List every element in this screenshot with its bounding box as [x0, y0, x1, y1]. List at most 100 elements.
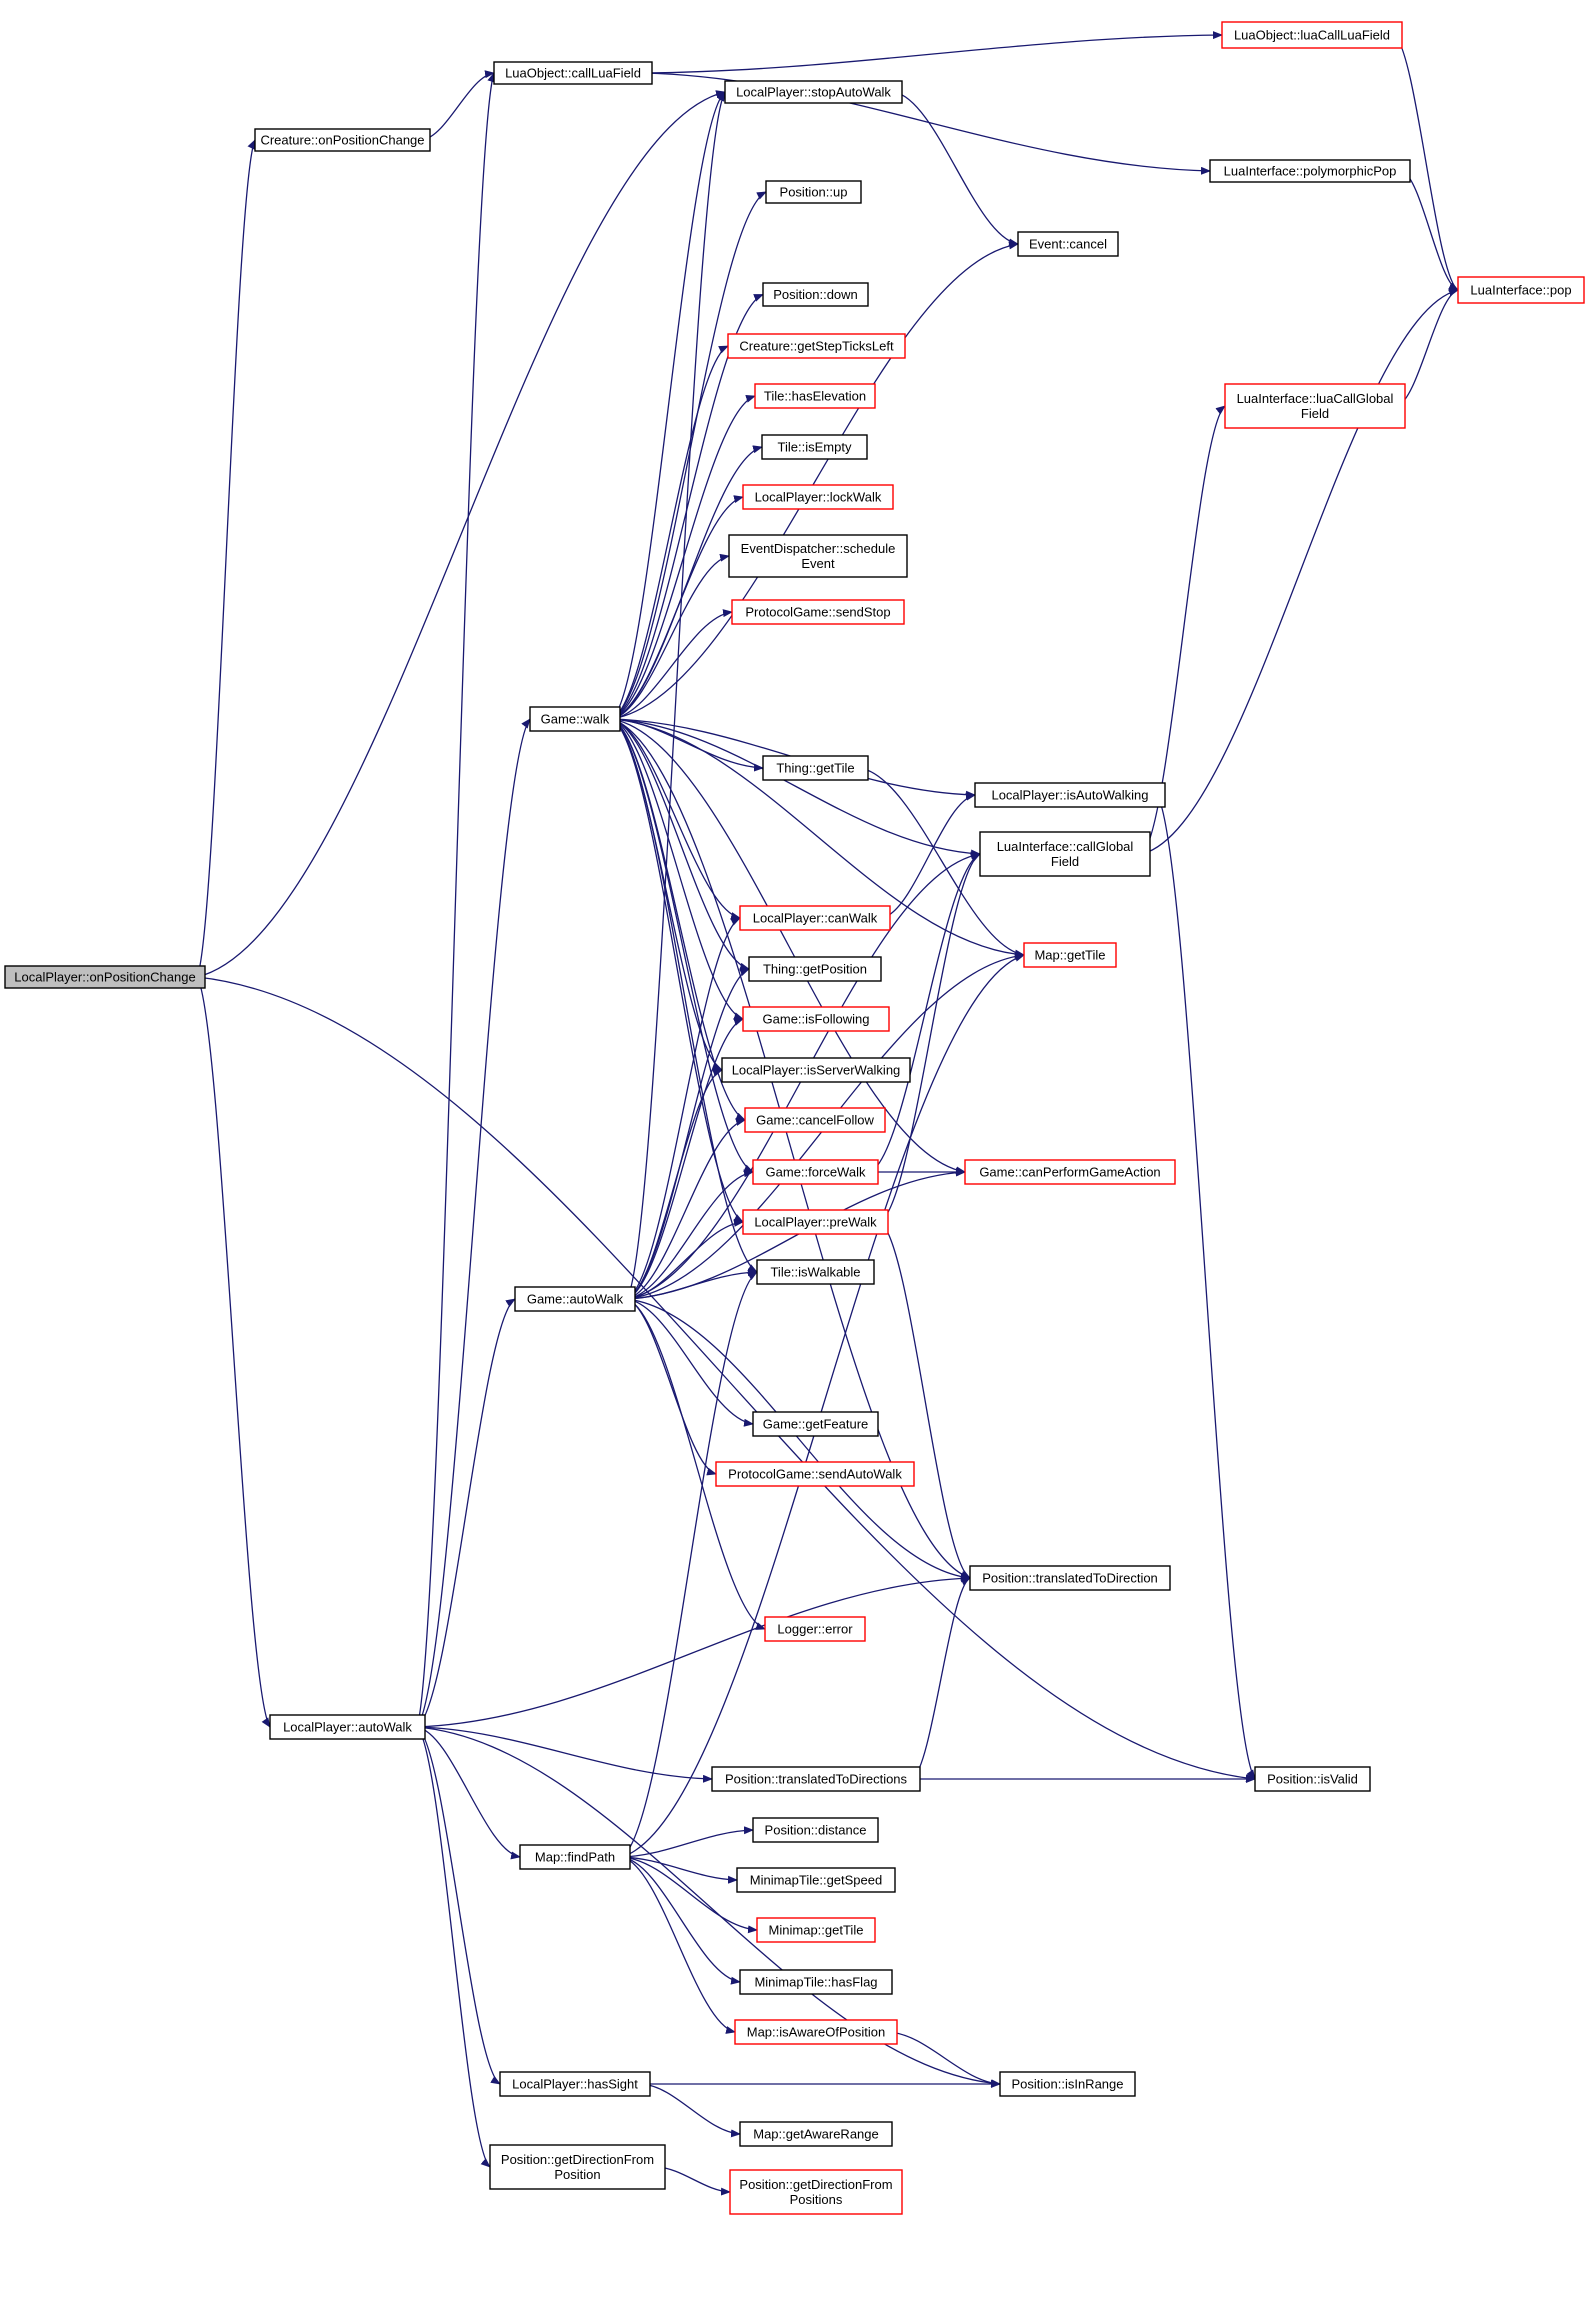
node-map-gettile[interactable]: Map::getTile	[1023, 942, 1117, 968]
node-sendstop[interactable]: ProtocolGame::sendStop	[731, 599, 905, 625]
node-box	[724, 80, 903, 104]
node-minimap-getspeed[interactable]: MinimapTile::getSpeed	[736, 1867, 896, 1893]
node-label: LuaInterface::callGlobal	[997, 839, 1134, 854]
node-getsteptick[interactable]: Creature::getStepTicksLeft	[727, 333, 906, 359]
node-game-walk[interactable]: Game::walk	[529, 706, 621, 732]
node-lua-pop[interactable]: LuaInterface::pop	[1457, 276, 1585, 304]
edge-map_findpath-to-minimap_getspeed	[621, 1856, 738, 1884]
node-map-findpath[interactable]: Map::findPath	[519, 1844, 631, 1870]
node-luaobj-luacall[interactable]: LuaObject::luaCallLuaField	[1221, 21, 1403, 49]
node-pos-distance[interactable]: Position::distance	[752, 1817, 879, 1843]
edge-game_autowalk-to-getfeature	[626, 1298, 754, 1427]
node-label: Game::canPerformGameAction	[979, 1165, 1160, 1180]
node-box	[1221, 21, 1403, 49]
node-pos-isvalid[interactable]: Position::isValid	[1254, 1766, 1371, 1792]
node-box	[765, 180, 862, 204]
node-lp-autowalk[interactable]: LocalPlayer::autoWalk	[269, 1714, 426, 1740]
edge-map_findpath-to-tile_iswalkable	[621, 1271, 758, 1858]
node-pos-down[interactable]: Position::down	[762, 282, 869, 307]
edge-lp_autowalk-to-hassight	[416, 1726, 501, 2085]
edge-game_autowalk-to-canwalk	[626, 917, 741, 1300]
node-box	[1254, 1766, 1371, 1792]
node-box	[752, 1411, 879, 1437]
node-thing-getpos[interactable]: Thing::getPosition	[748, 956, 882, 982]
edge-lp_autowalk-to-translatedtodirs	[416, 1726, 713, 1783]
node-box	[762, 755, 869, 781]
node-isfollowing[interactable]: Game::isFollowing	[742, 1006, 890, 1032]
node-box	[529, 706, 621, 732]
edge-game_walk-to-pos_down	[611, 293, 764, 720]
node-label: Game::forceWalk	[766, 1165, 866, 1180]
node-label: Position::isValid	[1267, 1772, 1358, 1787]
node-canperform[interactable]: Game::canPerformGameAction	[964, 1159, 1176, 1185]
node-lockwalk[interactable]: LocalPlayer::lockWalk	[742, 484, 894, 510]
node-stopautowalk[interactable]: LocalPlayer::stopAutoWalk	[724, 80, 903, 104]
node-sendautowalk[interactable]: ProtocolGame::sendAutoWalk	[715, 1461, 915, 1487]
edge-root-to-lp_autowalk	[196, 976, 271, 1728]
node-translatedtodirs[interactable]: Position::translatedToDirections	[711, 1766, 921, 1792]
edge-game_walk-to-getsteptick	[611, 345, 729, 720]
node-box	[721, 1057, 911, 1083]
edge-map_findpath-to-map_gettile	[621, 953, 1025, 1858]
edge-game_autowalk-to-sendautowalk	[626, 1298, 717, 1476]
node-minimap-hasflag[interactable]: MinimapTile::hasFlag	[739, 1969, 893, 1995]
node-box	[731, 599, 905, 625]
node-label: LocalPlayer::hasSight	[512, 2077, 638, 2092]
node-label: Game::autoWalk	[527, 1292, 624, 1307]
node-thing-gettile[interactable]: Thing::getTile	[762, 755, 869, 781]
node-root[interactable]: LocalPlayer::onPositionChange	[4, 965, 206, 989]
edge-game_walk-to-translatedtodir	[611, 718, 971, 1579]
node-label: LocalPlayer::isAutoWalking	[991, 788, 1148, 803]
node-cancelfollow[interactable]: Game::cancelFollow	[744, 1107, 886, 1133]
node-tile-haselev[interactable]: Tile::hasElevation	[754, 383, 876, 409]
node-hassight[interactable]: LocalPlayer::hasSight	[499, 2071, 651, 2097]
node-translatedtodir[interactable]: Position::translatedToDirection	[969, 1565, 1171, 1591]
node-label: LuaInterface::polymorphicPop	[1224, 164, 1397, 179]
node-box	[742, 1006, 890, 1032]
node-box	[734, 2019, 898, 2045]
node-game-autowalk[interactable]: Game::autoWalk	[514, 1286, 636, 1312]
edge-thing_gettile-to-map_gettile	[859, 767, 1025, 958]
node-label: Position::translatedToDirection	[982, 1571, 1158, 1586]
node-label: LocalPlayer::onPositionChange	[14, 970, 195, 985]
node-pos-up[interactable]: Position::up	[765, 180, 862, 204]
node-isserverwalking[interactable]: LocalPlayer::isServerWalking	[721, 1057, 911, 1083]
edge-game_walk-to-tile_iswalkable	[611, 718, 758, 1273]
node-label: Position::up	[780, 185, 848, 200]
edge-prewalk-to-translatedtodir	[879, 1221, 971, 1579]
node-map-isaware[interactable]: Map::isAwareOfPosition	[734, 2019, 898, 2045]
node-label: Field	[1051, 854, 1079, 869]
node-label: MinimapTile::hasFlag	[754, 1975, 877, 1990]
node-logger-error[interactable]: Logger::error	[764, 1616, 866, 1642]
node-polypop[interactable]: LuaInterface::polymorphicPop	[1209, 159, 1411, 183]
node-creature-onpos[interactable]: Creature::onPositionChange	[254, 128, 431, 152]
edge-luaobj_luacall-to-lua_pop	[1393, 34, 1459, 291]
node-event-cancel[interactable]: Event::cancel	[1017, 231, 1119, 257]
node-pos-isinrange[interactable]: Position::isInRange	[999, 2071, 1136, 2097]
node-box	[756, 1259, 875, 1285]
node-prewalk[interactable]: LocalPlayer::preWalk	[742, 1209, 889, 1235]
node-box	[739, 1969, 893, 1995]
node-box	[727, 333, 906, 359]
edge-game_autowalk-to-isfollowing	[626, 1018, 744, 1300]
node-forcewalk[interactable]: Game::forceWalk	[752, 1159, 879, 1185]
node-getawarerange[interactable]: Map::getAwareRange	[739, 2121, 893, 2147]
node-minimap-gettile[interactable]: Minimap::getTile	[756, 1917, 876, 1943]
node-getfeature[interactable]: Game::getFeature	[752, 1411, 879, 1437]
edge-game_walk-to-prewalk	[611, 718, 744, 1223]
edge-game_walk-to-stopautowalk	[611, 91, 726, 720]
node-isautowalking[interactable]: LocalPlayer::isAutoWalking	[974, 782, 1166, 808]
edge-root-to-stopautowalk	[196, 90, 726, 978]
node-tile-isempty[interactable]: Tile::isEmpty	[761, 434, 868, 460]
node-box	[744, 1107, 886, 1133]
edge-forcewalk-to-callglobal	[869, 853, 981, 1173]
node-luaobj-calllua[interactable]: LuaObject::callLuaField	[493, 61, 653, 85]
edge-canwalk-to-isautowalking	[881, 792, 976, 919]
node-tile-iswalkable[interactable]: Tile::isWalkable	[756, 1259, 875, 1285]
node-canwalk[interactable]: LocalPlayer::canWalk	[739, 905, 891, 931]
